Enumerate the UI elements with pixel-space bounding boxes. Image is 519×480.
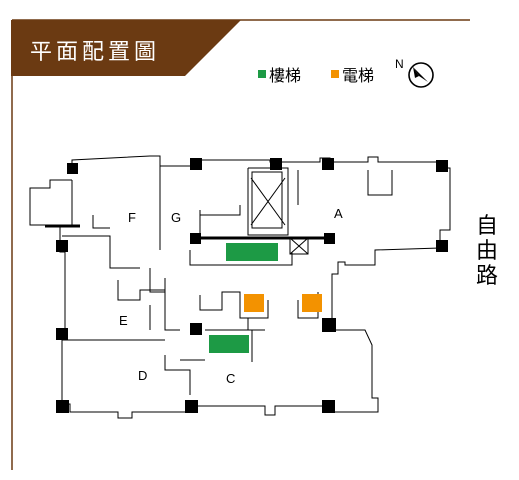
wall-lobby-left bbox=[199, 291, 269, 319]
title-banner bbox=[11, 20, 241, 76]
column bbox=[185, 400, 198, 413]
wall-e-top bbox=[117, 280, 165, 301]
column bbox=[436, 160, 448, 172]
wall-f-left-inner bbox=[92, 215, 110, 229]
column bbox=[190, 233, 201, 244]
wall-a-top bbox=[367, 170, 393, 196]
road-char-1: 自 bbox=[475, 214, 498, 239]
wall-e-mid bbox=[149, 268, 165, 293]
elevator-swatch bbox=[331, 70, 339, 78]
legend-elevator-label: 電梯 bbox=[342, 66, 375, 85]
road-char-2: 由 bbox=[475, 239, 498, 264]
column bbox=[270, 158, 282, 170]
wall-g-inner bbox=[200, 205, 241, 216]
column bbox=[324, 233, 335, 244]
column bbox=[56, 240, 68, 252]
legend-stairs-label: 樓梯 bbox=[269, 66, 302, 85]
road-label: 自 由 路 bbox=[474, 214, 500, 289]
elevator-block-right bbox=[302, 294, 322, 312]
shaft-inner bbox=[251, 171, 283, 229]
unit-label-c: C bbox=[226, 371, 235, 386]
column bbox=[322, 318, 336, 332]
road-char-3: 路 bbox=[475, 264, 498, 289]
unit-label-a: A bbox=[334, 206, 343, 221]
column bbox=[436, 240, 448, 252]
unit-label-d: D bbox=[138, 368, 147, 383]
legend-elevator: 電梯 bbox=[331, 62, 374, 86]
stairs-block-lower bbox=[209, 335, 249, 353]
compass-icon: N bbox=[395, 57, 434, 88]
elevator-block-left bbox=[244, 294, 264, 312]
shaft-cross-2 bbox=[250, 177, 286, 226]
wall-c-inner bbox=[205, 329, 253, 362]
wall-c-top bbox=[164, 355, 191, 395]
unit-label-e: E bbox=[119, 313, 128, 328]
stairs-swatch bbox=[258, 70, 266, 78]
column bbox=[56, 328, 68, 340]
page-title: 平面配置圖 bbox=[30, 40, 161, 65]
column bbox=[190, 158, 202, 170]
column bbox=[322, 400, 335, 413]
column bbox=[322, 158, 334, 170]
column bbox=[67, 163, 78, 174]
columns bbox=[56, 158, 448, 413]
column bbox=[56, 400, 69, 413]
wall-corridor bbox=[189, 250, 293, 266]
wall-f-inner bbox=[62, 235, 140, 269]
compass-label: N bbox=[395, 57, 404, 71]
column bbox=[190, 323, 202, 335]
wall-lobby-mid bbox=[247, 318, 265, 331]
stairs-block-upper bbox=[226, 243, 278, 261]
unit-label-g: G bbox=[171, 210, 181, 225]
unit-label-f: F bbox=[128, 210, 136, 225]
legend-stairs: 樓梯 bbox=[258, 62, 301, 86]
wall-e-right bbox=[164, 278, 180, 331]
